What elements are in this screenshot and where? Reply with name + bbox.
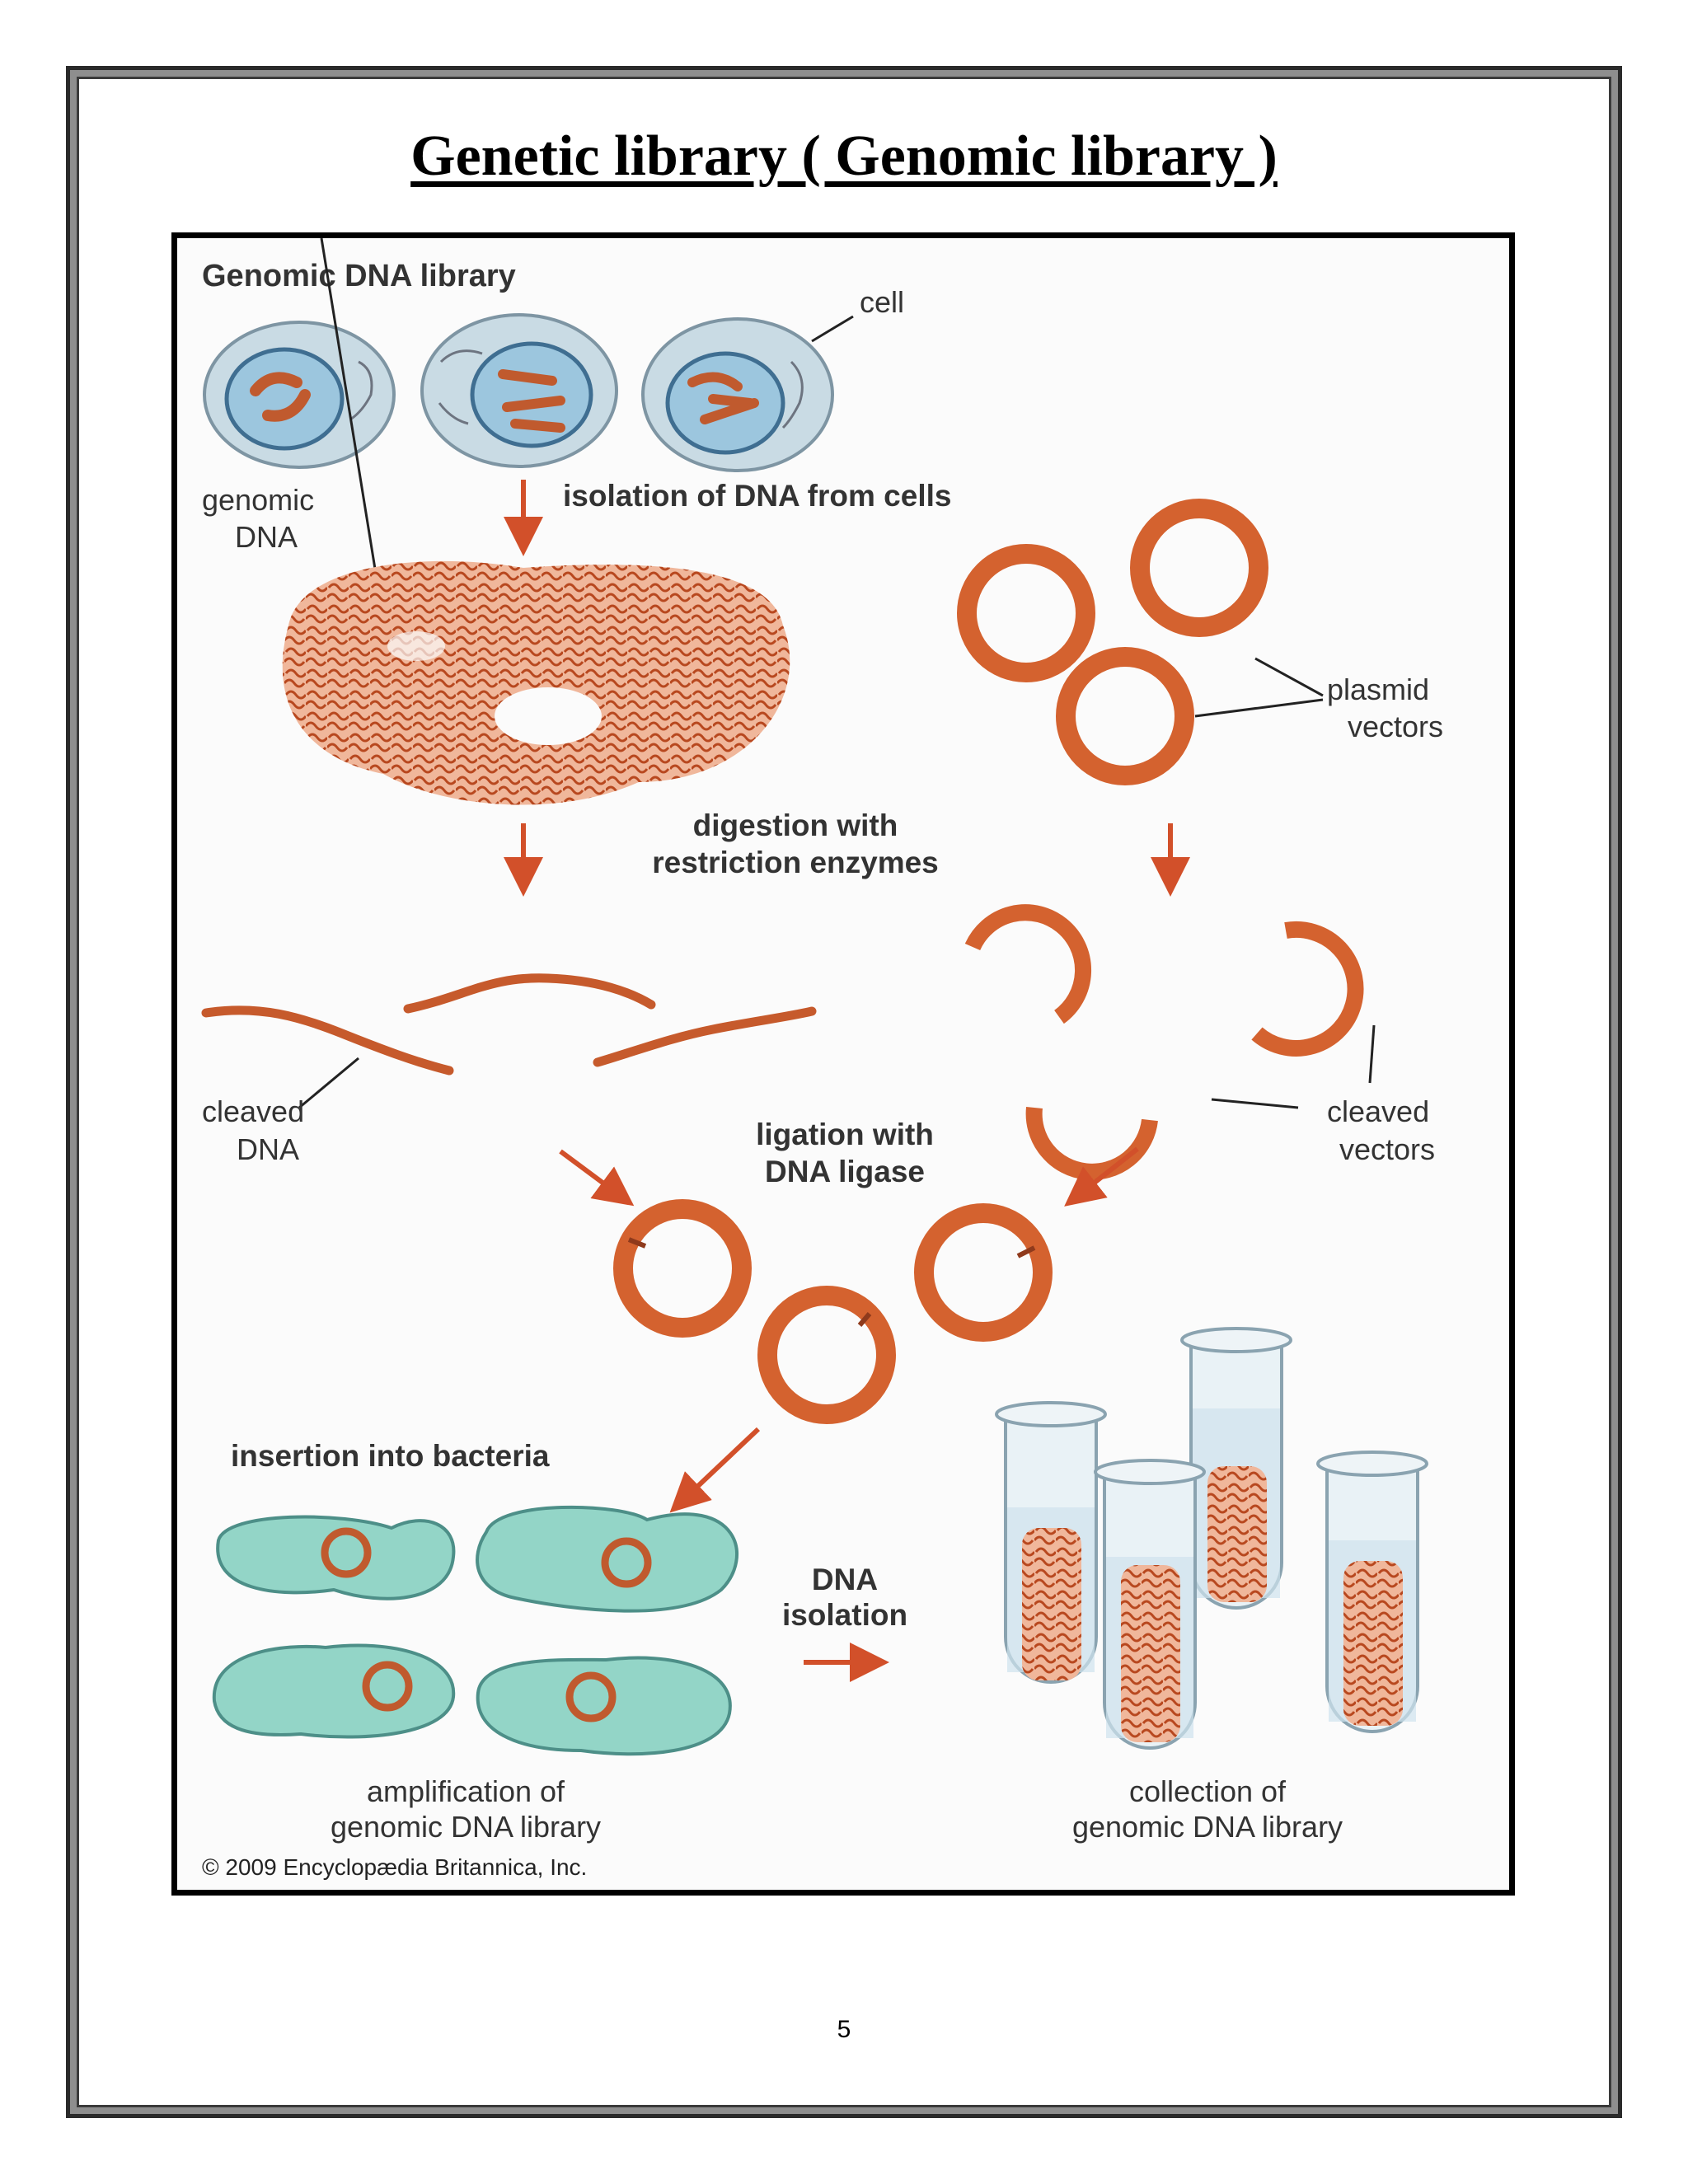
test-tube-3 <box>1094 1459 1206 1750</box>
copyright-notice: © 2009 Encyclopædia Britannica, Inc. <box>202 1854 587 1880</box>
cleaved-dna-label-line2: DNA <box>237 1132 299 1166</box>
cleaved-vectors-leader-2 <box>1368 1024 1376 1084</box>
cleaved-vectors-leader-1 <box>1211 1098 1299 1109</box>
plasmid-vectors-label-line1: plasmid <box>1327 673 1429 706</box>
test-tubes <box>995 1327 1428 1750</box>
test-tube-2 <box>1180 1327 1292 1610</box>
ligation-arrow-right <box>1064 1146 1139 1207</box>
cell-label: cell <box>860 285 904 319</box>
cell-1 <box>203 321 396 469</box>
ligation-arrow-left <box>559 1149 635 1207</box>
cell-leader-line <box>811 315 854 343</box>
figure-heading: Genomic DNA library <box>202 259 516 293</box>
figure-canvas: Genomic DNA library cell genomic DNA iso… <box>201 238 1443 1880</box>
amplification-label-line2: genomic DNA library <box>331 1810 601 1844</box>
page-number: 5 <box>837 2016 851 2043</box>
digestion-label-line2: restriction enzymes <box>652 846 939 879</box>
plasmid-vectors <box>957 499 1268 785</box>
dna-isolation-label-line2: isolation <box>782 1598 907 1632</box>
isolation-step-label: isolation of DNA from cells <box>563 479 951 513</box>
genomic-dna-label-line1: genomic <box>202 483 314 517</box>
insertion-label: insertion into bacteria <box>231 1439 550 1473</box>
ligation-label-line2: DNA ligase <box>765 1155 925 1188</box>
cell-2 <box>420 313 618 468</box>
genomic-dna-leader-line <box>320 238 381 595</box>
collection-label-line1: collection of <box>1129 1774 1287 1808</box>
insertion-arrow <box>669 1427 761 1513</box>
digestion-label-line1: digestion with <box>693 808 898 842</box>
bacteria-cells <box>212 1505 739 1756</box>
cleaved-vectors <box>964 904 1364 1180</box>
recombinant-plasmids <box>613 1199 1053 1424</box>
ligation-label-line1: ligation with <box>756 1118 934 1151</box>
cleaved-dna-label-line1: cleaved <box>202 1094 304 1128</box>
plasmid-leader-1 <box>1254 657 1324 697</box>
amplification-label-line1: amplification of <box>367 1774 565 1808</box>
dna-isolation-label-line1: DNA <box>812 1563 878 1596</box>
plasmid-vectors-label-line2: vectors <box>1348 710 1443 743</box>
cell-3 <box>641 317 834 472</box>
test-tube-1 <box>995 1401 1107 1684</box>
genomic-dna-tangle <box>282 560 790 805</box>
collection-label-line2: genomic DNA library <box>1072 1810 1343 1844</box>
cleaved-dna-fragments <box>201 973 817 1076</box>
plasmid-leader-2 <box>1194 698 1324 718</box>
test-tube-4 <box>1316 1451 1428 1733</box>
genomic-dna-label-line2: DNA <box>235 520 298 554</box>
genomic-library-figure: Genomic DNA library cell genomic DNA iso… <box>171 232 1515 1896</box>
page-title: Genetic library ( Genomic library ) <box>410 124 1278 188</box>
cleaved-dna-leader <box>298 1057 359 1109</box>
cleaved-vectors-label-line2: vectors <box>1339 1132 1435 1166</box>
cleaved-vectors-label-line1: cleaved <box>1327 1094 1429 1128</box>
